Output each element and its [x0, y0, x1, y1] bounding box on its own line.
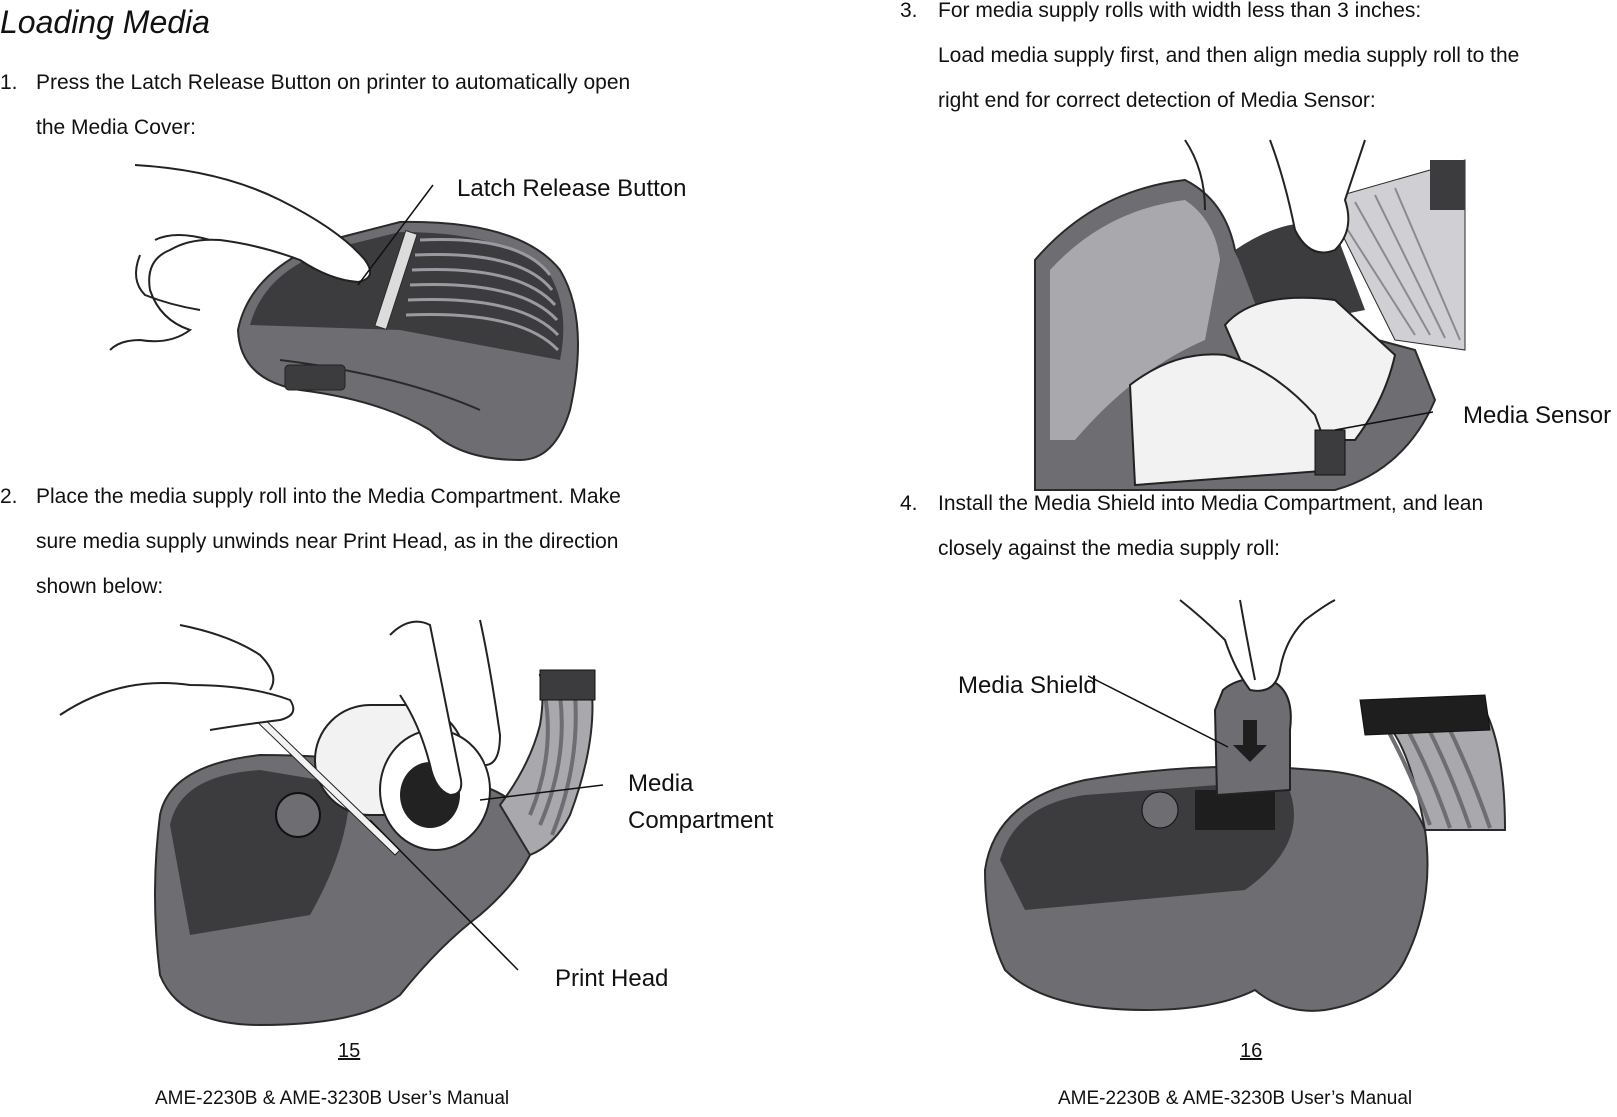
- step-2-number: 2.: [0, 485, 18, 508]
- step-1-line-2: the Media Cover:: [36, 116, 196, 139]
- step-1-line-1: Press the Latch Release Button on printe…: [36, 71, 631, 94]
- step-3-line-3: right end for correct detection of Media…: [938, 89, 1376, 112]
- figure-place-media-roll: [59, 619, 604, 1027]
- step-1-text: 1. Press the Latch Release Button on pri…: [0, 60, 700, 150]
- step-4-number: 4.: [900, 492, 918, 515]
- step-2-line-1: Place the media supply roll into the Med…: [36, 485, 621, 508]
- step-3-number: 3.: [900, 0, 918, 22]
- step-2-line-2: sure media supply unwinds near Print Hea…: [36, 530, 619, 553]
- step-3-line-2: Load media supply first, and then align …: [938, 44, 1520, 67]
- callout-media-compartment-line-1: Media: [628, 770, 694, 797]
- footer-right: AME-2230B & AME-3230B User’s Manual: [1058, 1088, 1413, 1109]
- callout-latch-release-button: Latch Release Button: [457, 175, 687, 202]
- callout-print-head: Print Head: [555, 965, 669, 992]
- step-4-text: 4. Install the Media Shield into Media C…: [900, 481, 1600, 571]
- callout-media-sensor: Media Sensor: [1463, 402, 1612, 429]
- step-2-text: 2. Place the media supply roll into the …: [0, 474, 700, 609]
- figure-media-sensor: [1034, 139, 1466, 491]
- footer-left: AME-2230B & AME-3230B User’s Manual: [155, 1088, 510, 1109]
- step-3-line-1: For media supply rolls with width less t…: [938, 0, 1422, 22]
- step-1-number: 1.: [0, 71, 18, 94]
- step-4-line-1: Install the Media Shield into Media Comp…: [938, 492, 1484, 515]
- page-number-left: 15: [338, 1040, 361, 1062]
- section-heading: Loading Media: [0, 4, 210, 40]
- figure-install-media-shield: [983, 599, 1507, 1012]
- figure-latch-release: [109, 164, 579, 462]
- callout-media-compartment-line-2: Compartment: [628, 807, 774, 834]
- step-4-line-2: closely against the media supply roll:: [938, 537, 1281, 560]
- page-number-right: 16: [1240, 1040, 1263, 1062]
- step-3-text: 3. For media supply rolls with width les…: [900, 0, 1600, 123]
- callout-media-shield: Media Shield: [958, 672, 1097, 699]
- step-2-line-3: shown below:: [36, 575, 164, 598]
